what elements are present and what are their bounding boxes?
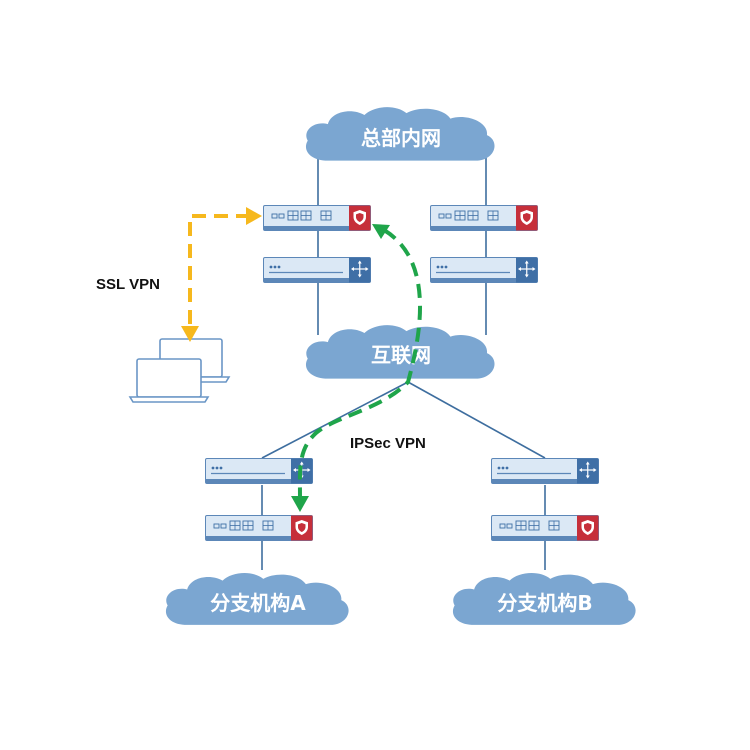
branch-b-cloud: 分支机构B: [452, 573, 636, 625]
shield-icon: [263, 205, 371, 231]
internet-branch-b-link: [407, 381, 546, 459]
branch-a-router: [205, 458, 313, 484]
ipsec-arrow-head-up: [372, 224, 390, 239]
hq-right-router: [430, 257, 538, 283]
branch-a-firewall: [205, 515, 313, 541]
ssl-vpn-label: SSL VPN: [96, 276, 160, 293]
ssl-arrow-head-right: [246, 207, 262, 225]
crosshair-arrows-icon: [491, 458, 599, 484]
branch-b-label: 分支机构B: [497, 591, 592, 615]
crosshair-arrows-icon: [263, 257, 371, 283]
hq-intranet-label: 总部内网: [361, 126, 441, 150]
hq-left-router: [263, 257, 371, 283]
internet-cloud: 互联网: [305, 325, 495, 379]
branch-a-cloud: 分支机构A: [165, 573, 349, 625]
internet-label: 互联网: [371, 343, 431, 367]
branch-b-firewall: [491, 515, 599, 541]
crosshair-arrows-icon: [205, 458, 313, 484]
hq-left-firewall: [263, 205, 371, 231]
laptop-icon: [128, 338, 231, 403]
branch-b-router: [491, 458, 599, 484]
crosshair-arrows-icon: [430, 257, 538, 283]
ssl-arrow-head-down: [181, 326, 199, 342]
branch-a-label: 分支机构A: [210, 591, 306, 615]
ipsec-vpn-path: [291, 224, 422, 512]
ipsec-arrow-head-down: [291, 496, 309, 512]
ssl-vpn-path: [181, 207, 262, 342]
ipsec-vpn-label: IPSec VPN: [350, 435, 426, 452]
shield-icon: [430, 205, 538, 231]
shield-icon: [205, 515, 313, 541]
hq-right-firewall: [430, 205, 538, 231]
shield-icon: [491, 515, 599, 541]
hq-intranet-cloud: 总部内网: [305, 107, 495, 161]
